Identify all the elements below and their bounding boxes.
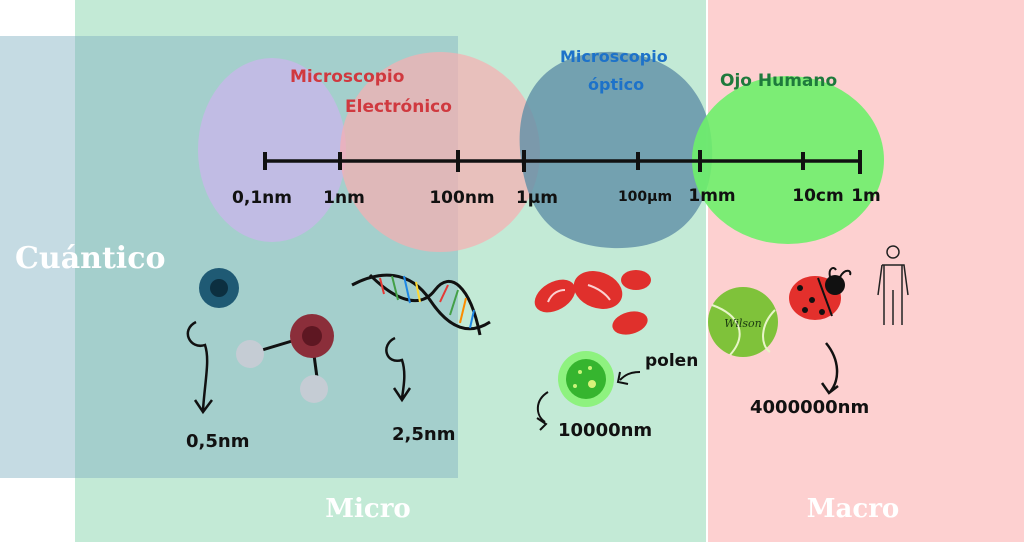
optical-microscope-label-line1: Microscopio (560, 47, 668, 66)
electron-microscope-label-line2: Electrónico (345, 97, 452, 117)
atom-illustration (199, 268, 239, 308)
optical-microscope-label-line2: óptico (588, 75, 644, 94)
optical-microscope-range-blob (519, 51, 713, 249)
arrow-icon (186, 320, 213, 415)
pollen-label: polen (645, 351, 698, 371)
arrow-icon (616, 371, 641, 385)
macro-zone-title: Macro (807, 494, 900, 524)
arrow-icon (820, 342, 839, 395)
tick-label: 1mm (688, 186, 735, 206)
tick-label: 1m (851, 186, 881, 206)
tick-label: 100µm (618, 189, 672, 205)
tick-label: 1µm (516, 188, 558, 208)
dna-illustration (351, 273, 491, 336)
tick-label: 0,1nm (232, 188, 292, 208)
red-blood-cells-illustration (534, 270, 651, 335)
electron-microscope-range-blob (340, 52, 540, 252)
tennis-ball-illustration: Wilson (708, 287, 778, 357)
ladybug-illustration (789, 267, 852, 320)
human-eye-label: Ojo Humano (720, 71, 837, 91)
tick-label: 10cm (792, 186, 843, 206)
pollen-illustration (558, 351, 614, 407)
human-figure-illustration (877, 245, 909, 325)
micro-zone-title: Micro (325, 494, 411, 524)
quantum-zone-title: Cuántico (15, 241, 165, 276)
dna-size-label: 2,5nm (392, 424, 455, 445)
atom-size-label: 0,5nm (186, 431, 249, 452)
tick-label: 100nm (429, 188, 494, 208)
arrow-icon (536, 391, 549, 431)
molecule-illustration (236, 314, 334, 403)
ball-brand-label: Wilson (724, 317, 762, 330)
electron-microscope-label-line1: Microscopio (290, 67, 404, 87)
scale-ticks (263, 150, 862, 174)
arrow-icon (385, 336, 412, 403)
tick-label: 1nm (323, 188, 365, 208)
quantum-range-blob (198, 58, 346, 242)
pollen-size-label: 10000nm (558, 420, 652, 441)
ladybug-size-label: 4000000nm (750, 397, 869, 418)
